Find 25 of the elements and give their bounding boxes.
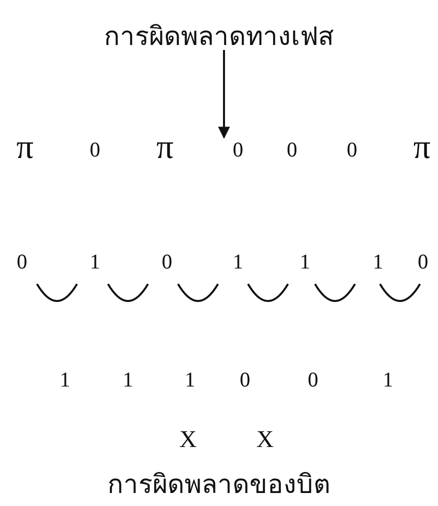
phase-error-label: การผิดพลาดทางเฟส <box>104 24 334 50</box>
bit-value: 1 <box>184 370 196 390</box>
bit-value: 0 <box>16 252 28 272</box>
phase-symbol: π <box>156 131 174 165</box>
bit-value: 1 <box>300 252 310 272</box>
phase-value: 0 <box>286 140 298 160</box>
bit-value: 1 <box>90 252 100 272</box>
bit-value: 1 <box>122 370 134 390</box>
bit-error-caption: การผิดพลาดของบิต <box>108 472 330 498</box>
bit-value: 0 <box>308 370 318 390</box>
bit-value: 0 <box>162 252 172 272</box>
phase-value: 0 <box>90 140 100 160</box>
arrow <box>218 50 230 139</box>
error-mark: X <box>179 428 197 452</box>
error-mark: X <box>256 428 274 452</box>
bit-value: 1 <box>372 252 384 272</box>
bit-value: 1 <box>60 370 70 390</box>
bit-value: 1 <box>382 370 394 390</box>
phase-symbol: π <box>413 131 431 165</box>
phase-value: 0 <box>346 140 358 160</box>
bit-value: 0 <box>240 370 250 390</box>
phase-value: 0 <box>232 140 244 160</box>
bit-value: 1 <box>232 252 244 272</box>
bit-value: 0 <box>418 252 428 272</box>
phase-symbol: π <box>16 131 34 165</box>
